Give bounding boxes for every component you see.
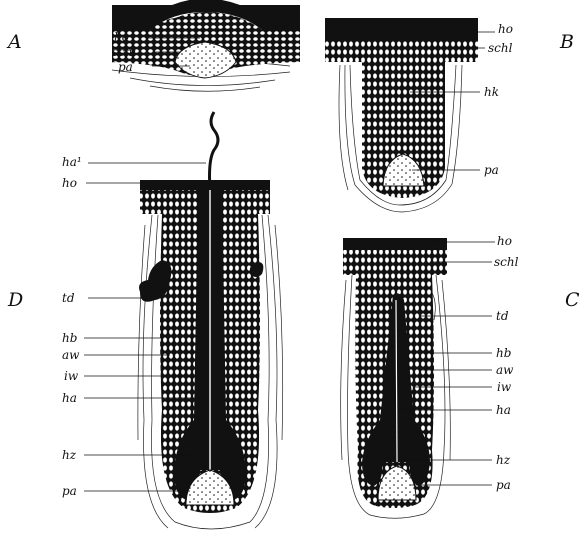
panel-c-label-iw: iw <box>497 380 512 394</box>
panel-d-letter: D <box>7 289 23 311</box>
panel-d-label-iw: iw <box>64 369 79 383</box>
panel-c-label-td: td <box>496 309 509 323</box>
panel-d-label-hz: hz <box>62 448 77 462</box>
panel-a-diagram: A ho schl pa <box>6 0 300 91</box>
panel-c-label-pa: pa <box>496 478 511 492</box>
panel-b-diagram: B ho schl hk pa <box>325 18 574 212</box>
panel-d-diagram: D ha¹ ho td <box>7 112 283 529</box>
panel-c-label-hz: hz <box>496 453 511 467</box>
panel-b-label-pa: pa <box>484 163 499 177</box>
panel-a-label-pa: pa <box>118 60 133 74</box>
panel-c-label-ho: ho <box>497 234 512 248</box>
panel-a-label-schl: schl <box>112 45 137 59</box>
panel-c-label-ha: ha <box>496 403 511 417</box>
panel-b-label-schl: schl <box>488 41 513 55</box>
panel-d-label-hb: hb <box>62 331 77 345</box>
panel-c-label-aw: aw <box>496 363 514 377</box>
panel-b-label-hk: hk <box>484 85 499 99</box>
panel-b-epidermis <box>325 18 478 40</box>
panel-c-epidermis <box>343 238 447 250</box>
panel-a-label-ho: ho <box>114 30 129 44</box>
panel-d-label-ho: ho <box>62 176 77 190</box>
panel-c-letter: C <box>565 289 580 311</box>
panel-d-hair-tip <box>210 112 219 190</box>
panel-d-label-pa: pa <box>62 484 77 498</box>
panel-a-letter: A <box>6 31 22 53</box>
panel-c-label-schl: schl <box>494 255 519 269</box>
panel-b-label-ho: ho <box>498 22 513 36</box>
panel-c-label-hb: hb <box>496 346 511 360</box>
panel-d-epidermis <box>140 180 270 190</box>
panel-d-label-td: td <box>62 291 75 305</box>
panel-c-diagram: C ho schl td hb aw iw ha hz <box>341 234 580 518</box>
panel-d-label-aw: aw <box>62 348 80 362</box>
panel-d-label-ha: ha <box>62 391 77 405</box>
panel-d-label-ha1: ha¹ <box>62 155 82 169</box>
panel-b-letter: B <box>559 31 574 53</box>
